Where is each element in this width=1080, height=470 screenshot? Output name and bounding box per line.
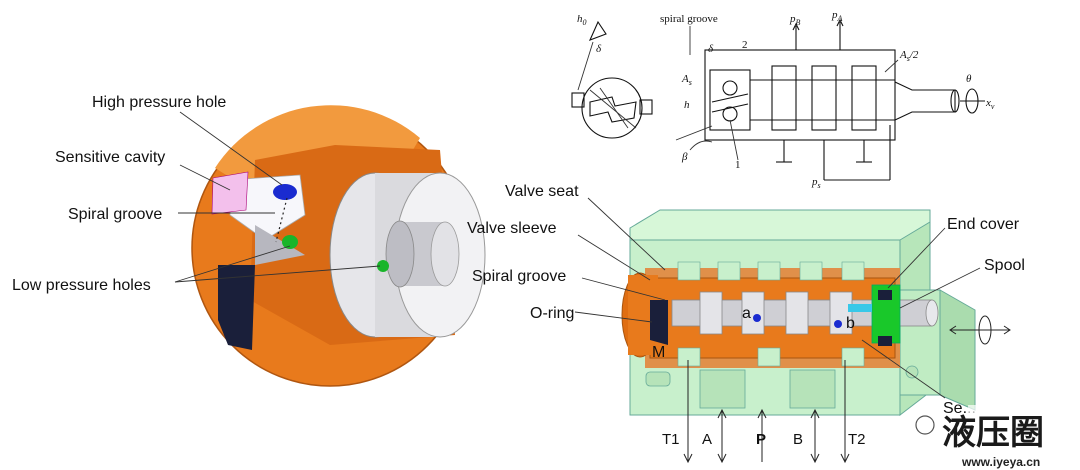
pA-label: pA (831, 9, 843, 23)
num-1-label: 1 (735, 159, 741, 171)
marker-a: a (742, 305, 751, 322)
spherical-cutaway-view (174, 105, 486, 387)
port-T2: T2 (848, 431, 866, 448)
num-2-label: 2 (742, 39, 748, 51)
label-o-ring: O-ring (530, 305, 574, 322)
delta-label: δ (708, 43, 714, 55)
port-P: P (756, 431, 766, 448)
port-T1: T1 (662, 431, 680, 448)
valve-cutaway-view (574, 197, 1011, 464)
label-end-cover: End cover (947, 216, 1020, 233)
pB-label: pB (789, 13, 801, 27)
h-label: h (684, 99, 690, 111)
port-B: B (793, 431, 803, 448)
watermark-title: 液压圈 (942, 413, 1044, 453)
left-callout-labels: High pressure hole Sensitive cavity Spir… (12, 94, 226, 294)
As-left-label: As (681, 73, 692, 87)
marker-M: M (652, 344, 665, 361)
marker-b: b (846, 315, 855, 332)
wechat-icon (915, 415, 935, 435)
As2-label: As/2 (899, 49, 919, 63)
label-sensitive-cavity: Sensitive cavity (55, 149, 165, 166)
label-low-pressure-holes: Low pressure holes (12, 277, 151, 294)
label-valve-sleeve: Valve sleeve (467, 220, 557, 237)
beta-label: β (681, 151, 688, 163)
label-spiral-groove-right: Spiral groove (472, 268, 566, 285)
watermark: 液压圈 www.iyeya.cn (915, 405, 1072, 469)
port-A: A (702, 431, 712, 448)
label-spool: Spool (984, 257, 1025, 274)
h0-label: h0 (577, 13, 587, 27)
schematic-diagram: h0 δ spiral groove pB pA As/2 2 1 δ A (571, 9, 995, 190)
delta-label-small: δ (596, 43, 602, 55)
xv-label: xv (985, 97, 995, 111)
watermark-url: www.iyeya.cn (961, 455, 1040, 469)
ps-label: ps (811, 176, 821, 190)
label-spiral-groove-left: Spiral groove (68, 206, 162, 223)
right-callout-labels: Valve seat Valve sleeve Spiral groove O-… (467, 183, 1025, 417)
schematic-spiral-groove-label: spiral groove (660, 13, 718, 25)
port-labels: T1 A P B T2 (662, 431, 866, 448)
label-high-pressure-hole: High pressure hole (92, 94, 226, 111)
theta-label: θ (966, 73, 972, 85)
label-valve-seat: Valve seat (505, 183, 579, 200)
label-sensor-partial: Se... (943, 400, 976, 417)
